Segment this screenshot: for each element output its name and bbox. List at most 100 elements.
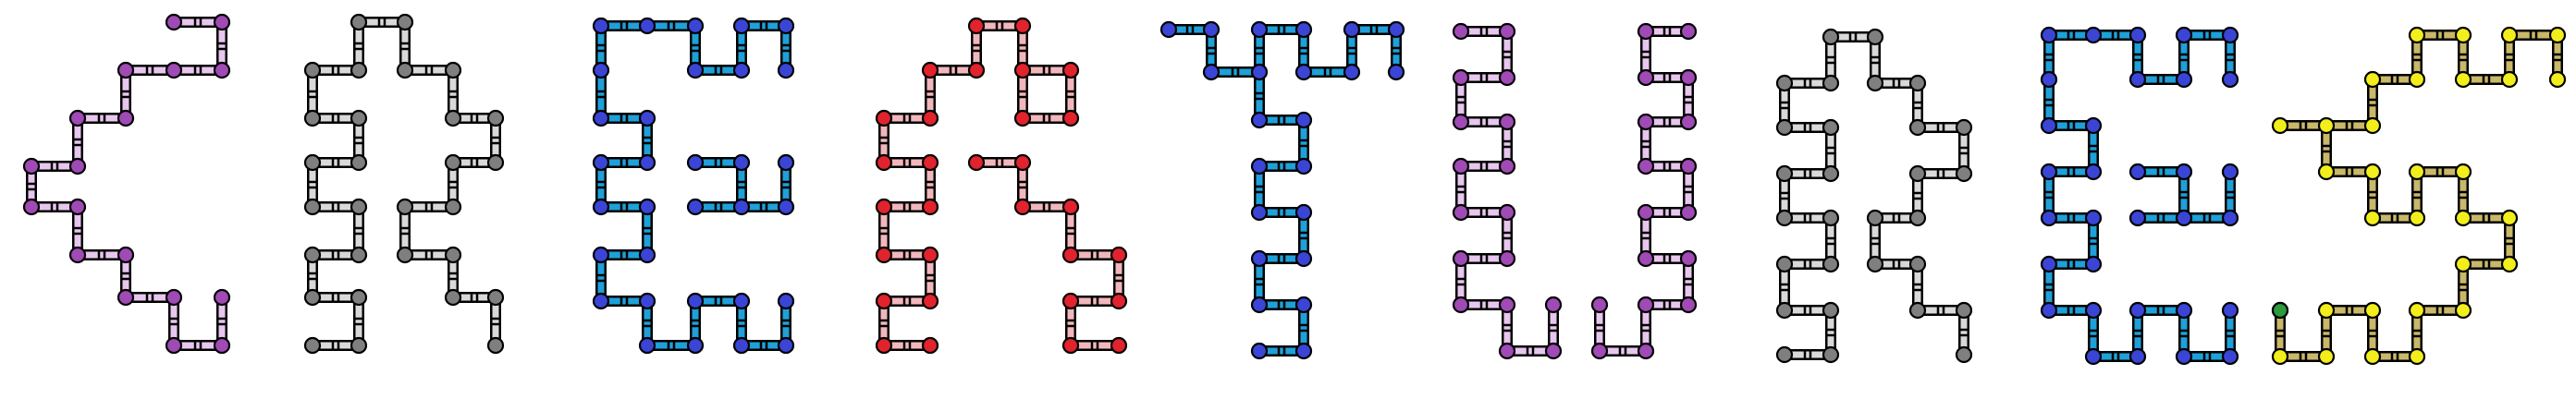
monomer-bead — [1498, 296, 1516, 314]
monomer-bead — [1637, 249, 1655, 268]
monomer-bead — [592, 292, 610, 310]
monomer-bead — [686, 336, 705, 355]
monomer-bead — [2548, 70, 2567, 89]
monomer-bead — [396, 61, 414, 79]
monomer-bead — [1679, 157, 1698, 175]
monomer-bead — [592, 198, 610, 216]
monomer-bead — [638, 153, 656, 172]
monomer-bead — [1294, 203, 1313, 222]
monomer-bead — [875, 198, 893, 216]
monomer-bead — [732, 153, 751, 172]
monomer-bead — [2084, 301, 2103, 320]
monomer-bead — [2454, 209, 2472, 227]
monomer-bead — [1908, 118, 1927, 137]
panel-2 — [303, 13, 505, 355]
monomer-bead — [1775, 255, 1794, 273]
monomer-bead — [686, 17, 705, 35]
monomer-bead — [777, 153, 795, 172]
monomer-bead — [1013, 153, 1032, 172]
monomer-bead — [2408, 301, 2426, 320]
monomer-bead — [875, 292, 893, 310]
monomer-bead — [1294, 157, 1313, 175]
monomer-bead — [1452, 22, 1470, 41]
monomer-bead — [350, 109, 368, 127]
monomer-bead — [1498, 249, 1516, 268]
monomer-bead — [165, 336, 183, 355]
monomer-bead — [1908, 209, 1927, 227]
monomer-bead — [2221, 70, 2239, 89]
monomer-bead — [117, 109, 135, 127]
panel-7 — [1775, 28, 1973, 364]
monomer-bead — [732, 336, 751, 355]
monomer-bead — [2363, 347, 2382, 366]
panel-6 — [1452, 22, 1698, 360]
monomer-bead — [396, 246, 414, 264]
monomer-bead — [1013, 109, 1032, 127]
monomer-bead — [2317, 347, 2336, 366]
monomer-bead — [2128, 209, 2147, 227]
monomer-bead — [1908, 74, 1927, 92]
monomer-bead — [350, 246, 368, 264]
monomer-bead — [165, 288, 183, 307]
monomer-bead — [2363, 163, 2382, 181]
monomer-bead — [2040, 26, 2058, 44]
monomer-bead — [2363, 301, 2382, 320]
monomer-bead — [1061, 198, 1080, 216]
monomer-bead — [2175, 347, 2193, 366]
monomer-bead — [686, 153, 705, 172]
monomer-bead — [1250, 342, 1269, 360]
monomer-bead — [777, 336, 795, 355]
monomer-bead — [2221, 301, 2239, 320]
monomer-bead — [1498, 68, 1516, 87]
monomer-bead — [1866, 209, 1884, 227]
monomer-bead — [2408, 163, 2426, 181]
monomer-bead — [2317, 163, 2336, 181]
monomer-bead — [444, 109, 462, 127]
monomer-bead — [2500, 70, 2519, 89]
monomer-bead — [1250, 63, 1269, 81]
monomer-bead — [444, 61, 462, 79]
monomer-bead — [444, 246, 462, 264]
monomer-bead — [2317, 116, 2336, 135]
monomer-bead — [1822, 209, 1840, 227]
monomer-bead — [638, 198, 656, 216]
monomer-bead — [2175, 209, 2193, 227]
monomer-bead — [1498, 203, 1516, 222]
panel-5 — [1159, 20, 1405, 360]
monomer-bead — [1908, 164, 1927, 183]
monomer-bead — [2040, 116, 2058, 135]
monomer-bead — [1452, 68, 1470, 87]
monomer-bead — [213, 288, 231, 307]
monomer-bead — [350, 13, 368, 31]
monomer-bead — [638, 292, 656, 310]
monomer-bead — [1159, 20, 1178, 39]
monomer-bead — [1955, 345, 1973, 364]
monomer-bead — [2221, 209, 2239, 227]
monomer-bead — [1637, 68, 1655, 87]
monomer-bead — [2084, 163, 2103, 181]
monomer-bead — [2500, 209, 2519, 227]
monomer-bead — [1544, 296, 1563, 314]
monomer-bead — [921, 109, 939, 127]
monomer-bead — [1637, 113, 1655, 131]
monomer-bead — [303, 336, 322, 355]
monomer-bead — [2500, 26, 2519, 44]
panel-4 — [875, 17, 1128, 355]
monomer-bead — [1250, 111, 1269, 129]
monomer-bead — [2454, 70, 2472, 89]
monomer-bead — [686, 61, 705, 79]
monomer-bead — [777, 61, 795, 79]
monomer-bead — [1294, 63, 1313, 81]
monomer-bead — [444, 198, 462, 216]
monomer-bead — [1061, 246, 1080, 264]
monomer-bead — [486, 288, 505, 307]
monomer-bead — [1775, 301, 1794, 320]
monomer-bead — [638, 246, 656, 264]
monomer-bead — [1679, 68, 1698, 87]
monomer-bead — [1637, 296, 1655, 314]
monomer-bead — [22, 198, 41, 216]
monomer-bead — [1250, 203, 1269, 222]
monomer-bead — [303, 153, 322, 172]
monomer-bead — [303, 109, 322, 127]
